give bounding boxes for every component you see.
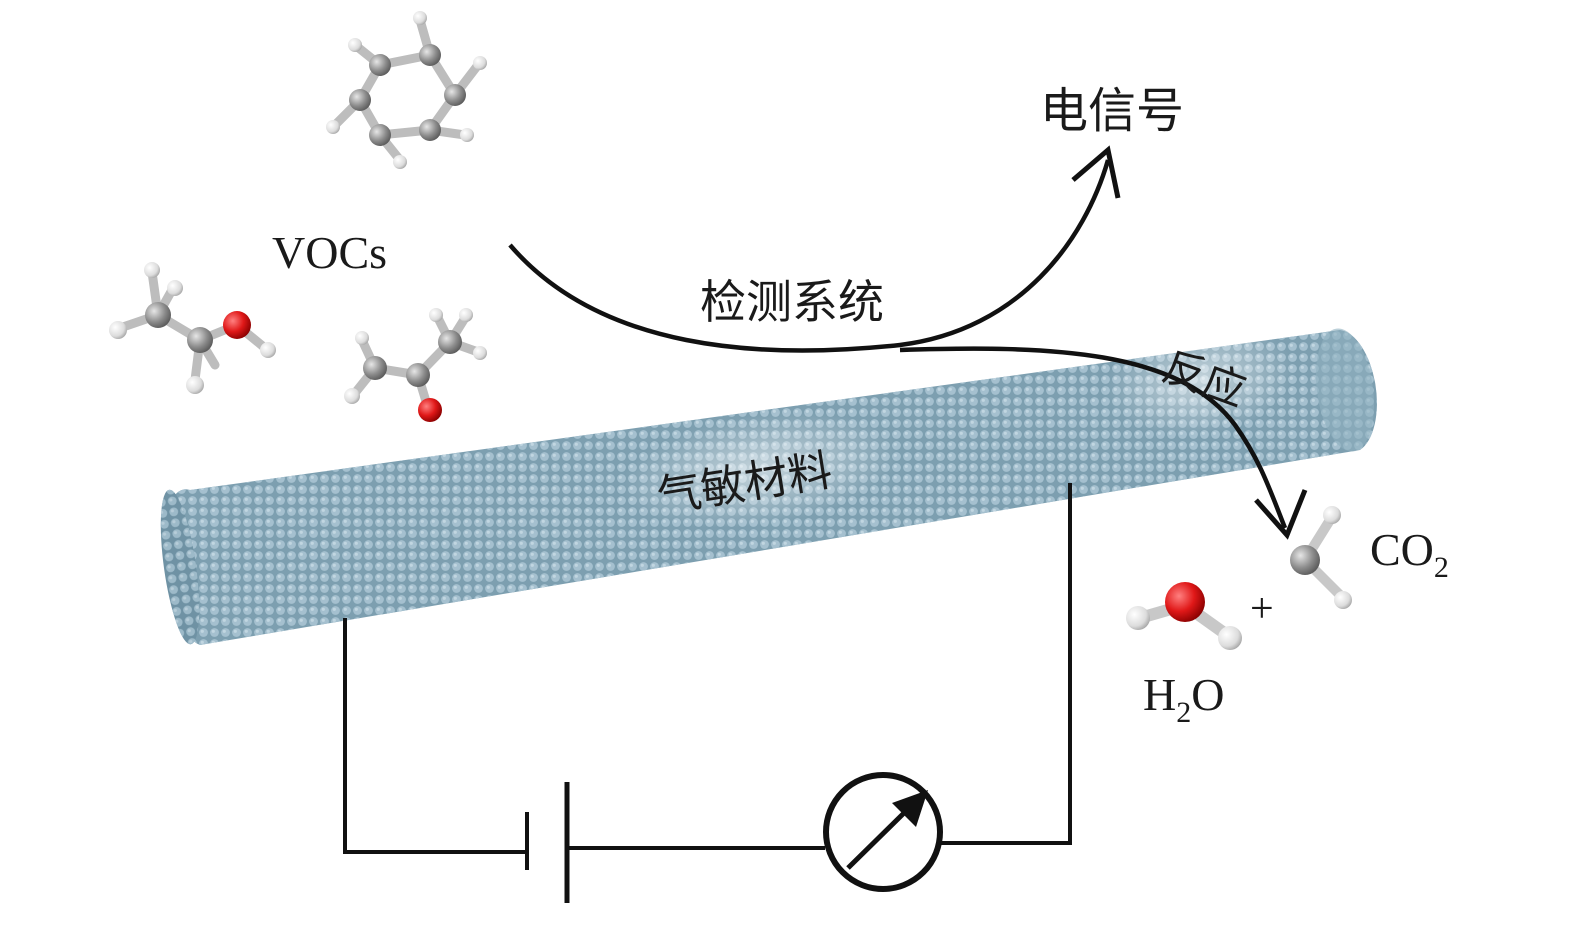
ethanol-molecule	[109, 262, 276, 394]
h2o-label: H2O	[1143, 669, 1224, 729]
vocs-label: VOCs	[272, 227, 387, 278]
circuit-wire-right	[940, 483, 1072, 845]
circuit	[343, 483, 1072, 903]
circuit-wire-left	[343, 618, 527, 854]
water-molecule	[1126, 582, 1242, 650]
material-highlight	[621, 412, 899, 528]
reaction-arrow	[899, 346, 1308, 540]
electric-signal-label: 电信号	[1040, 83, 1184, 139]
reaction-highlight	[1105, 323, 1295, 437]
detection-system-label: 检测系统	[700, 275, 884, 329]
plus-sign: +	[1250, 586, 1274, 632]
benzene-molecule	[326, 11, 487, 169]
meter-icon	[823, 772, 943, 892]
co2-label: CO2	[1370, 524, 1449, 584]
signal-arrow	[508, 145, 1121, 353]
nanotube	[160, 323, 1377, 645]
acetone-molecule	[344, 308, 487, 422]
co2-molecule	[1290, 506, 1352, 609]
